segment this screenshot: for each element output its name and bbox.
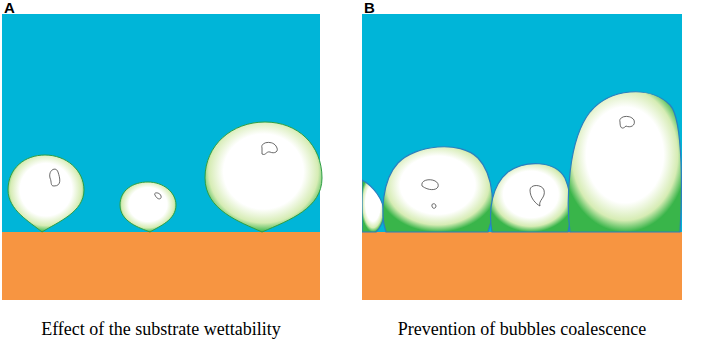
contours: [50, 142, 278, 199]
panel-caption: Prevention of bubbles coalescence: [362, 319, 682, 339]
bubbles: [362, 92, 681, 232]
liquid: [362, 14, 682, 232]
substrate: [362, 232, 682, 300]
panel-letter: A: [4, 0, 15, 15]
substrate: [2, 232, 320, 300]
panel-letter: B: [364, 0, 375, 15]
panel-caption: Effect of the substrate wettability: [2, 319, 320, 339]
contours: [422, 116, 635, 208]
bubbles: [8, 122, 322, 232]
